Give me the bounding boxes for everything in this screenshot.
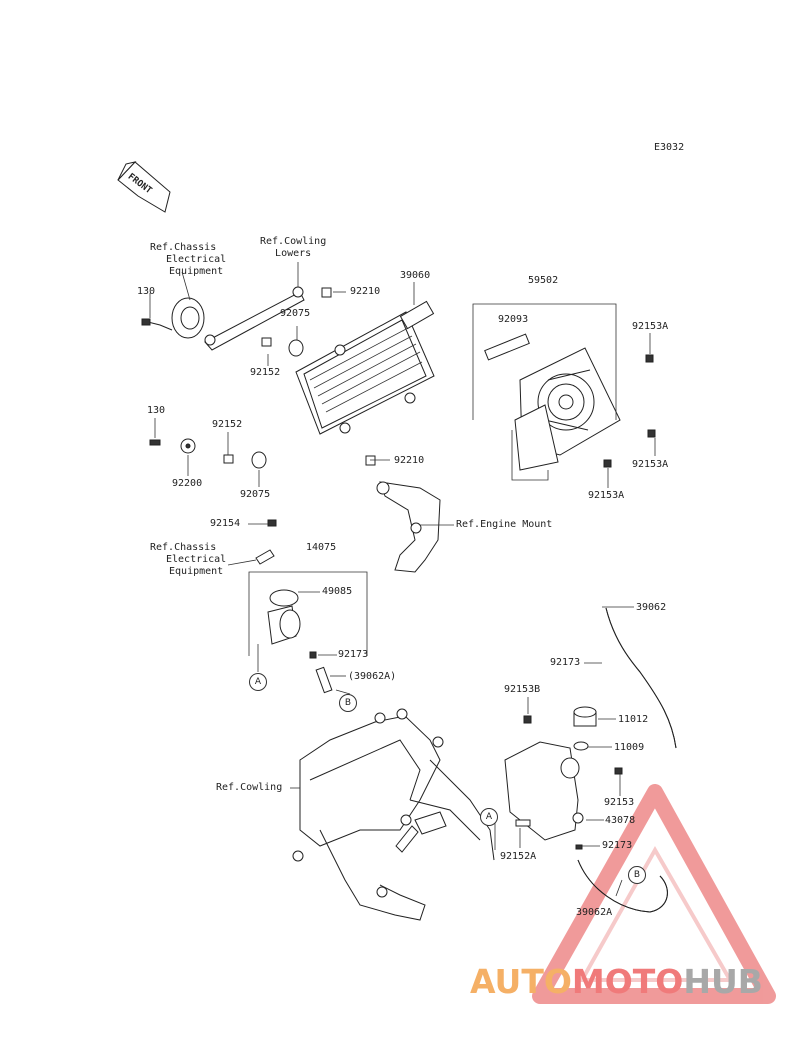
part-92153b[interactable]: 92153B: [504, 684, 541, 695]
part-92093[interactable]: 92093: [498, 314, 529, 325]
part-92075-top[interactable]: 92075: [280, 308, 311, 319]
part-130-top[interactable]: 130: [137, 286, 156, 297]
part-92210-top[interactable]: 92210: [350, 286, 381, 297]
part-92173-3[interactable]: 92173: [602, 840, 633, 851]
part-59502[interactable]: 59502: [528, 275, 559, 286]
fan-assembly: [484, 333, 656, 471]
part-11012[interactable]: 11012: [618, 714, 649, 725]
hoses: [577, 607, 677, 913]
part-92153a-1[interactable]: 92153A: [632, 321, 669, 332]
watermark-part-2: MOTO: [571, 962, 684, 1001]
part-92210-bottom[interactable]: 92210: [394, 455, 425, 466]
cowling-frame: [292, 708, 495, 921]
part-92173-2[interactable]: 92173: [550, 657, 581, 668]
part-92152-bottom[interactable]: 92152: [212, 419, 243, 430]
connector-a-right: A: [480, 808, 498, 826]
part-39062[interactable]: 39062: [636, 602, 667, 613]
part-92153a-3[interactable]: 92153A: [588, 490, 625, 501]
front-arrow-icon: [117, 161, 171, 213]
part-92075-bottom[interactable]: 92075: [240, 489, 271, 500]
part-92152-top[interactable]: 92152: [250, 367, 281, 378]
part-92154[interactable]: 92154: [210, 518, 241, 529]
lower-left-fasteners: [149, 438, 267, 469]
part-39062a[interactable]: 39062A: [576, 907, 613, 918]
part-92153[interactable]: 92153: [604, 797, 635, 808]
watermark-part-1: AUTO: [470, 962, 572, 1001]
connector-a-left: A: [249, 673, 267, 691]
ref-cowling-lowers[interactable]: Ref.Cowling Lowers: [260, 236, 327, 259]
part-92173-1[interactable]: 92173: [338, 649, 369, 660]
part-14075[interactable]: 14075: [306, 542, 337, 553]
part-92152a[interactable]: 92152A: [500, 851, 537, 862]
reserve-tank: [504, 706, 623, 850]
horn-bracket-group: [141, 286, 305, 357]
engine-mount-bracket: [376, 481, 441, 573]
part-92153a-2[interactable]: 92153A: [632, 459, 669, 470]
connector-b-right: B: [628, 866, 646, 884]
leader-lines: [149, 262, 656, 897]
watermark-logo: AUTOMOTOHUB: [470, 962, 800, 1002]
ref-chassis-electrical-2[interactable]: Ref.Chassis Electrical Equipment: [149, 542, 227, 577]
radiator-cap-assembly: [255, 519, 333, 694]
part-49085[interactable]: 49085: [322, 586, 353, 597]
part-92200[interactable]: 92200: [172, 478, 203, 489]
ref-engine-mount[interactable]: Ref.Engine Mount: [456, 519, 553, 530]
part-39062a-ref[interactable]: (39062A): [348, 671, 397, 682]
radiator-core: [295, 287, 435, 466]
part-11009[interactable]: 11009: [614, 742, 645, 753]
part-43078[interactable]: 43078: [605, 815, 636, 826]
part-130-bottom[interactable]: 130: [147, 405, 166, 416]
part-39060[interactable]: 39060: [400, 270, 431, 281]
ref-chassis-electrical-1[interactable]: Ref.Chassis Electrical Equipment: [149, 242, 227, 277]
watermark-triangle: [532, 784, 776, 1004]
connector-b-left: B: [339, 694, 357, 712]
diagram-code: E3032: [654, 142, 685, 153]
ref-cowling[interactable]: Ref.Cowling: [216, 782, 283, 793]
watermark-part-3: HUB: [683, 962, 763, 1001]
